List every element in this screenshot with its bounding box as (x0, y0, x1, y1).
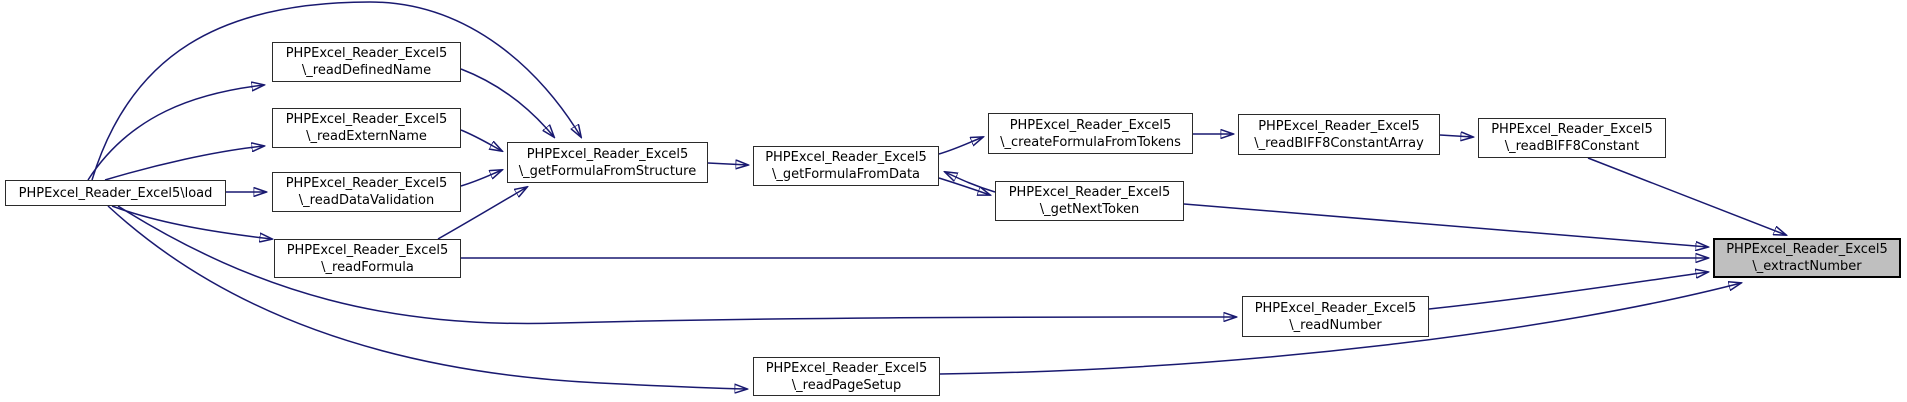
node-label-line1: PHPExcel_Reader_Excel5 (1491, 122, 1653, 137)
edge-load-readFormula (111, 205, 272, 239)
node-label: PHPExcel_Reader_Excel5\load (18, 185, 213, 201)
edge-readBIFF8ConstantArray-readBIFF8Constant (1439, 135, 1473, 137)
edge-readDataValidation-getFormulaFromStructure (460, 170, 502, 187)
node-label-line2: \_readBIFF8Constant (1504, 139, 1640, 154)
node-getFormulaFromStructure[interactable]: PHPExcel_Reader_Excel5 \_getFormulaFromS… (507, 142, 708, 183)
edge-load-readDefinedName (87, 85, 264, 181)
node-label-line2: \_readNumber (1289, 317, 1382, 333)
edge-readNumber-extractNumber (1428, 272, 1708, 310)
node-readDefinedName[interactable]: PHPExcel_Reader_Excel5 \_readDefinedName (272, 42, 461, 82)
node-label-line2: \_getNextToken (1039, 202, 1140, 217)
edge-readDefinedName-getFormulaFromStructure (460, 68, 554, 137)
node-load[interactable]: PHPExcel_Reader_Excel5\load (5, 180, 226, 206)
node-readFormula[interactable]: PHPExcel_Reader_Excel5 \_readFormula (274, 239, 461, 278)
node-getFormulaFromData[interactable]: PHPExcel_Reader_Excel5 \_getFormulaFromD… (753, 146, 939, 186)
node-label-line1: PHPExcel_Reader_Excel5 (1258, 118, 1420, 134)
edge-readFormula-getFormulaFromStructure (437, 187, 527, 240)
edge-getNextToken-getFormulaFromData (945, 172, 996, 193)
node-label-line2: \_readFormula (321, 259, 414, 275)
node-label-line2: \_readDataValidation (298, 193, 435, 208)
node-readNumber[interactable]: PHPExcel_Reader_Excel5 \_readNumber (1242, 296, 1429, 337)
node-label-line2: \_readPageSetup (791, 377, 902, 393)
edge-load-readNumber (117, 205, 1236, 325)
node-extractNumber[interactable]: PHPExcel_Reader_Excel5 \_extractNumber (1713, 238, 1901, 278)
edge-getFormulaFromData-createFormulaFromTokens (938, 137, 983, 155)
node-label-line2: \_readExternName (306, 129, 427, 144)
node-label-line1: PHPExcel_Reader_Excel5 (285, 46, 448, 61)
node-label-line1: PHPExcel_Reader_Excel5 (1254, 300, 1417, 316)
node-readDataValidation[interactable]: PHPExcel_Reader_Excel5 \_readDataValidat… (272, 172, 461, 212)
node-label-line2: \_getFormulaFromData (771, 167, 921, 182)
node-label-line2: \_readBIFF8ConstantArray (1254, 135, 1424, 151)
node-label-line1: PHPExcel_Reader_Excel5 (286, 242, 449, 258)
node-label-line1: PHPExcel_Reader_Excel5 (285, 176, 448, 191)
node-readExternName[interactable]: PHPExcel_Reader_Excel5 \_readExternName (272, 108, 461, 148)
edge-readExternName-getFormulaFromStructure (460, 129, 502, 151)
node-label-line2: \_getFormulaFromStructure (518, 163, 697, 179)
node-label-line1: PHPExcel_Reader_Excel5 (526, 146, 689, 162)
node-label-line1: PHPExcel_Reader_Excel5 (765, 360, 928, 376)
node-label-line2: \_readDefinedName (301, 63, 432, 78)
edge-getNextToken-extractNumber (1183, 203, 1708, 247)
edge-load-readPageSetup (107, 205, 747, 389)
node-label-line1: PHPExcel_Reader_Excel5 (765, 150, 927, 165)
node-readBIFF8ConstantArray[interactable]: PHPExcel_Reader_Excel5 \_readBIFF8Consta… (1238, 114, 1440, 155)
node-label-line1: PHPExcel_Reader_Excel5 (1008, 185, 1171, 200)
node-label-line1: PHPExcel_Reader_Excel5 (285, 112, 448, 127)
node-createFormulaFromTokens[interactable]: PHPExcel_Reader_Excel5 \_createFormulaFr… (988, 113, 1193, 154)
node-label-line1: PHPExcel_Reader_Excel5 (1009, 117, 1172, 133)
edge-getFormulaFromStructure-getFormulaFromData (707, 163, 748, 165)
edge-load-getFormulaFromStructure (91, 1, 581, 181)
node-label-line2: \_extractNumber (1752, 259, 1862, 274)
node-label-line1: PHPExcel_Reader_Excel5 (1726, 242, 1888, 257)
edge-readPageSetup-extractNumber (939, 283, 1741, 375)
edge-load-readExternName (104, 146, 264, 181)
node-readBIFF8Constant[interactable]: PHPExcel_Reader_Excel5 \_readBIFF8Consta… (1478, 118, 1666, 158)
node-readPageSetup[interactable]: PHPExcel_Reader_Excel5 \_readPageSetup (753, 357, 940, 396)
node-label-line2: \_createFormulaFromTokens (1000, 134, 1181, 150)
node-getNextToken[interactable]: PHPExcel_Reader_Excel5 \_getNextToken (995, 181, 1184, 221)
edge-readBIFF8Constant-extractNumber (1587, 157, 1786, 235)
